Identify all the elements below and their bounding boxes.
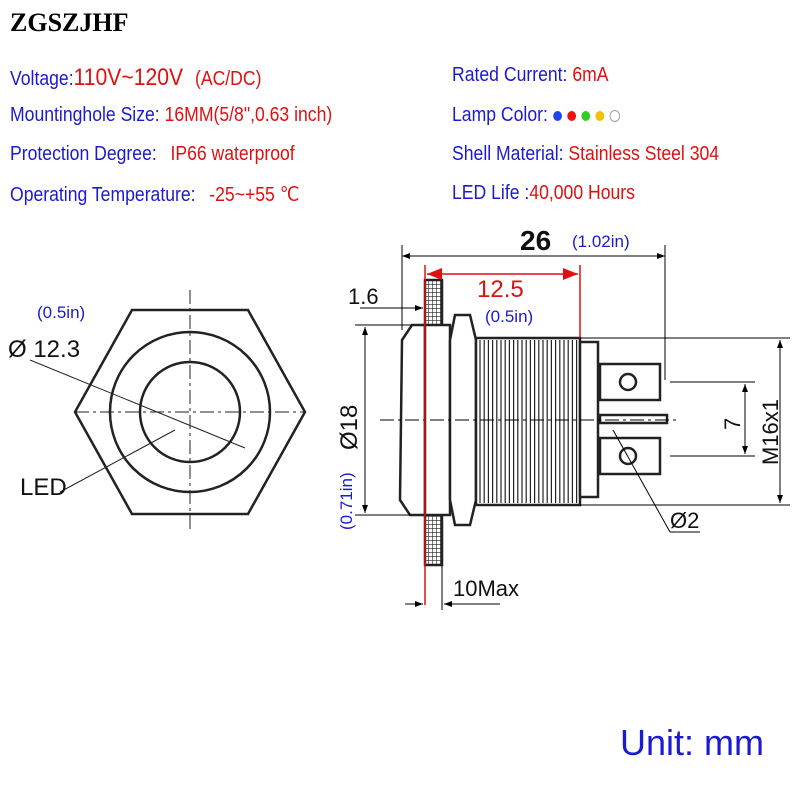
protection-label: Protection Degree: (10, 143, 157, 165)
mounting-label: Mountinghole Size: (10, 104, 160, 126)
pin-diameter: Ø2 (670, 508, 699, 533)
spec-mounting: Mountinghole Size: 16MM(5/8",0.63 inch) (10, 104, 332, 127)
lamp-label: Lamp Color: (452, 104, 548, 126)
current-value: 6mA (572, 64, 609, 86)
brand-logo: ZGSZJHF (10, 8, 129, 37)
thread-length: 12.5 (477, 276, 524, 303)
lamp-color-dot (581, 110, 591, 121)
lamp-color-dot (553, 110, 562, 121)
temperature-value: -25~+55 ℃ (209, 184, 300, 206)
lamp-color-dot (595, 110, 605, 121)
shell-label: Shell Material: (452, 143, 564, 165)
protection-value: IP66 waterproof (170, 143, 295, 165)
life-label: LED Life : (452, 182, 530, 204)
unit-label: Unit: mm (620, 722, 764, 763)
spec-temperature: Operating Temperature: -25~+55 ℃ (10, 182, 299, 207)
temperature-label: Operating Temperature: (10, 184, 196, 206)
pin-pitch: 7 (720, 418, 745, 430)
spec-voltage: Voltage:110V~120V (AC/DC) (10, 64, 261, 92)
voltage-value: 110V~120V (73, 64, 184, 91)
voltage-extra: (AC/DC) (194, 68, 262, 90)
current-label: Rated Current: (452, 64, 568, 86)
spec-life: LED Life :40,000 Hours (452, 182, 635, 205)
thread-spec: M16x1 (758, 399, 783, 465)
bezel-thickness: 1.6 (348, 284, 379, 309)
led-label: LED (20, 474, 67, 501)
overall-length: 26 (520, 225, 551, 256)
front-view (29, 290, 307, 530)
overall-length-in: (1.02in) (572, 232, 630, 251)
panel-thickness: 10Max (453, 576, 519, 601)
side-view (398, 278, 669, 567)
shell-value: Stainless Steel 304 (568, 143, 720, 165)
dimension-lines (355, 245, 790, 610)
front-diameter: Ø 12.3 (8, 336, 80, 363)
voltage-label: Voltage: (10, 68, 74, 90)
life-value: 40,000 Hours (529, 182, 635, 204)
mounting-value: 16MM(5/8",0.63 inch) (164, 104, 333, 126)
threaded-body (474, 336, 582, 507)
lamp-color-dot (567, 110, 577, 121)
lamp-color-dot (609, 109, 621, 122)
thread-length-in: (0.5in) (485, 307, 533, 326)
bezel-diameter-in: (0.71in) (337, 472, 356, 530)
spec-lamp-color: Lamp Color: (452, 104, 621, 127)
bezel-diameter: Ø18 (336, 405, 363, 450)
spec-shell: Shell Material: Stainless Steel 304 (452, 143, 719, 166)
led-circle (138, 360, 242, 464)
spec-protection: Protection Degree: IP66 waterproof (10, 143, 295, 166)
spec-current: Rated Current: 6mA (452, 64, 609, 87)
front-inch: (0.5in) (37, 303, 85, 322)
